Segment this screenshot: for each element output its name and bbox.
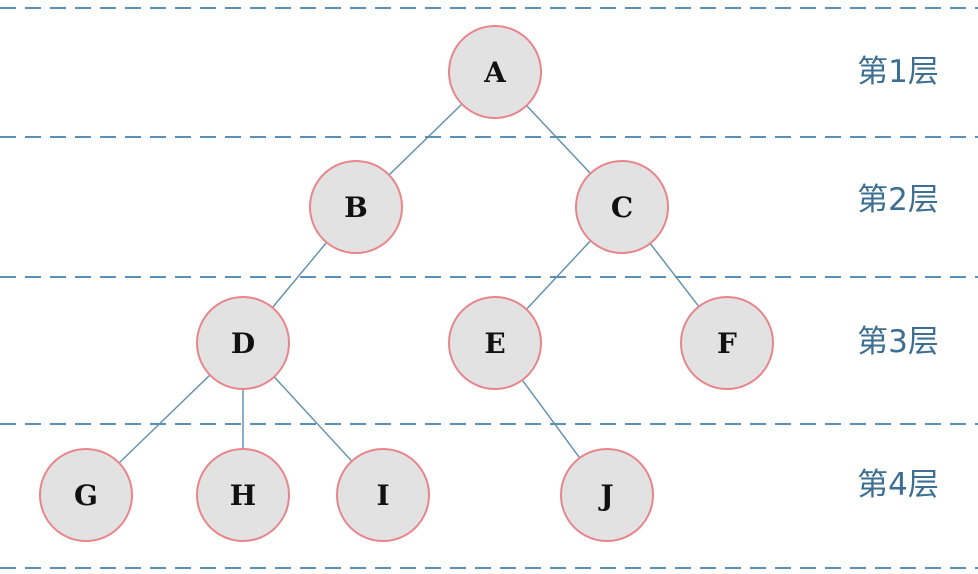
node-j: J bbox=[560, 448, 654, 542]
edge-d-g bbox=[118, 374, 211, 464]
node-circle-a bbox=[448, 25, 542, 119]
node-label-g: G bbox=[74, 479, 98, 512]
level-label-4: 第4层 bbox=[857, 467, 939, 503]
node-e: E bbox=[448, 296, 542, 390]
node-label-j: J bbox=[597, 479, 613, 512]
node-label-a: A bbox=[483, 56, 507, 89]
edge-a-c bbox=[526, 105, 591, 174]
node-f: F bbox=[680, 296, 774, 390]
node-label-h: H bbox=[230, 479, 256, 512]
node-circle-d bbox=[196, 296, 290, 390]
node-label-i: I bbox=[376, 479, 389, 512]
node-c: C bbox=[575, 160, 669, 254]
node-circle-f bbox=[680, 296, 774, 390]
node-circle-h bbox=[196, 448, 290, 542]
node-label-c: C bbox=[611, 191, 633, 224]
node-b: B bbox=[309, 160, 403, 254]
node-d: D bbox=[196, 296, 290, 390]
edge-c-f bbox=[649, 242, 700, 308]
edge-e-j bbox=[521, 379, 581, 459]
level-separator-lines bbox=[0, 7, 978, 569]
edge-b-d bbox=[271, 241, 328, 309]
node-circle-b bbox=[309, 160, 403, 254]
node-g: G bbox=[39, 448, 133, 542]
node-label-d: D bbox=[231, 327, 255, 360]
node-label-f: F bbox=[717, 327, 737, 360]
node-a: A bbox=[448, 25, 542, 119]
node-circle-i bbox=[336, 448, 430, 542]
node-label-e: E bbox=[484, 327, 505, 360]
tree-nodes: A B C D E F G H I J bbox=[39, 25, 774, 542]
edge-d-i bbox=[273, 376, 353, 462]
node-circle-g bbox=[39, 448, 133, 542]
node-circle-j bbox=[560, 448, 654, 542]
node-i: I bbox=[336, 448, 430, 542]
tree-edges bbox=[118, 103, 700, 464]
node-circle-e bbox=[448, 296, 542, 390]
level-label-1: 第1层 bbox=[857, 54, 939, 90]
edge-c-e bbox=[525, 240, 592, 310]
node-label-b: B bbox=[344, 191, 368, 224]
node-h: H bbox=[196, 448, 290, 542]
node-circle-c bbox=[575, 160, 669, 254]
edge-a-b bbox=[388, 103, 463, 176]
level-label-3: 第3层 bbox=[857, 324, 939, 360]
level-label-2: 第2层 bbox=[857, 182, 939, 218]
